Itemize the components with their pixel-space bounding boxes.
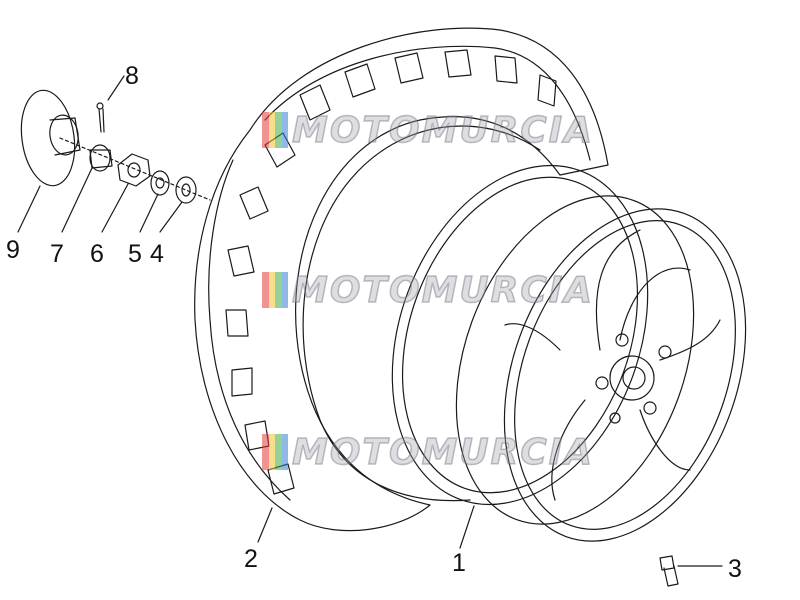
- tread-block: [239, 186, 269, 220]
- rim-spoke: [504, 323, 561, 351]
- rim-spoke: [619, 267, 691, 341]
- leader-4: [159, 201, 183, 233]
- cotter-pin-part-8: [96, 75, 125, 133]
- tire-inner-bead: [302, 125, 541, 502]
- tread-block: [444, 49, 472, 78]
- callout-5: 5: [128, 240, 142, 268]
- watermark-text: MOTOMURCIA: [291, 109, 595, 152]
- tread-block: [344, 63, 376, 98]
- tread-block: [227, 245, 255, 277]
- axle-centerline: [59, 137, 211, 201]
- rim-front-flange: [503, 208, 747, 542]
- hub-bolt: [658, 345, 672, 359]
- callout-2: 2: [244, 545, 258, 573]
- tire-tread-edge-top: [264, 45, 591, 161]
- callout-9: 9: [6, 236, 20, 264]
- callout-3: 3: [728, 555, 742, 583]
- hub-bolt: [609, 412, 621, 424]
- watermark-flag-icon: [262, 272, 288, 308]
- callout-8: 8: [125, 62, 139, 90]
- hub-bolt: [595, 376, 609, 390]
- leader-5: [139, 193, 159, 233]
- hub-bolt: [643, 401, 657, 415]
- watermark-text: MOTOMURCIA: [291, 269, 595, 312]
- hub-outer: [609, 355, 655, 401]
- rim-back-flange: [391, 164, 649, 506]
- hub-inner: [622, 366, 646, 390]
- tread-block: [537, 74, 557, 107]
- washer-part-4: [175, 176, 197, 204]
- watermark-logo: MOTOMURCIA: [262, 431, 595, 474]
- watermark-flag-icon: [262, 434, 288, 470]
- axle-cover-part-9: [20, 89, 81, 187]
- hub-bolt: [615, 333, 629, 347]
- callout-7: 7: [50, 240, 64, 268]
- tread-block: [299, 84, 331, 121]
- leader-7: [61, 167, 93, 233]
- nut-part-6: [117, 153, 151, 187]
- tread-block: [394, 52, 424, 84]
- valve-part-3: [659, 555, 723, 587]
- leader-9: [17, 185, 41, 233]
- washer-part-5: [150, 170, 170, 196]
- rim-spoke: [595, 229, 641, 351]
- rim-front-flange-inner: [514, 220, 736, 530]
- watermark-text: MOTOMURCIA: [291, 431, 595, 474]
- tire-outline: [194, 27, 609, 532]
- callout-4: 4: [150, 240, 164, 268]
- tire-tread-edge: [208, 159, 291, 501]
- rim-spoke: [551, 399, 586, 501]
- rim-back-flange-inner: [401, 176, 639, 494]
- callout-1: 1: [452, 549, 466, 577]
- castle-nut-part-7: [89, 144, 113, 172]
- watermark-flag-icon: [262, 112, 288, 148]
- tread-block: [225, 309, 249, 337]
- tread-block: [494, 55, 518, 84]
- rim-spoke: [639, 409, 691, 471]
- leader-6: [101, 183, 129, 233]
- rim-barrel: [455, 195, 695, 525]
- callout-6: 6: [90, 240, 104, 268]
- rim-part-1: [391, 164, 747, 542]
- tire-part-2: [194, 27, 609, 532]
- watermark-logo: MOTOMURCIA: [262, 269, 595, 312]
- leader-1: [459, 505, 475, 549]
- leader-2: [257, 507, 273, 543]
- watermark-logo: MOTOMURCIA: [262, 109, 595, 152]
- tread-block: [231, 367, 253, 397]
